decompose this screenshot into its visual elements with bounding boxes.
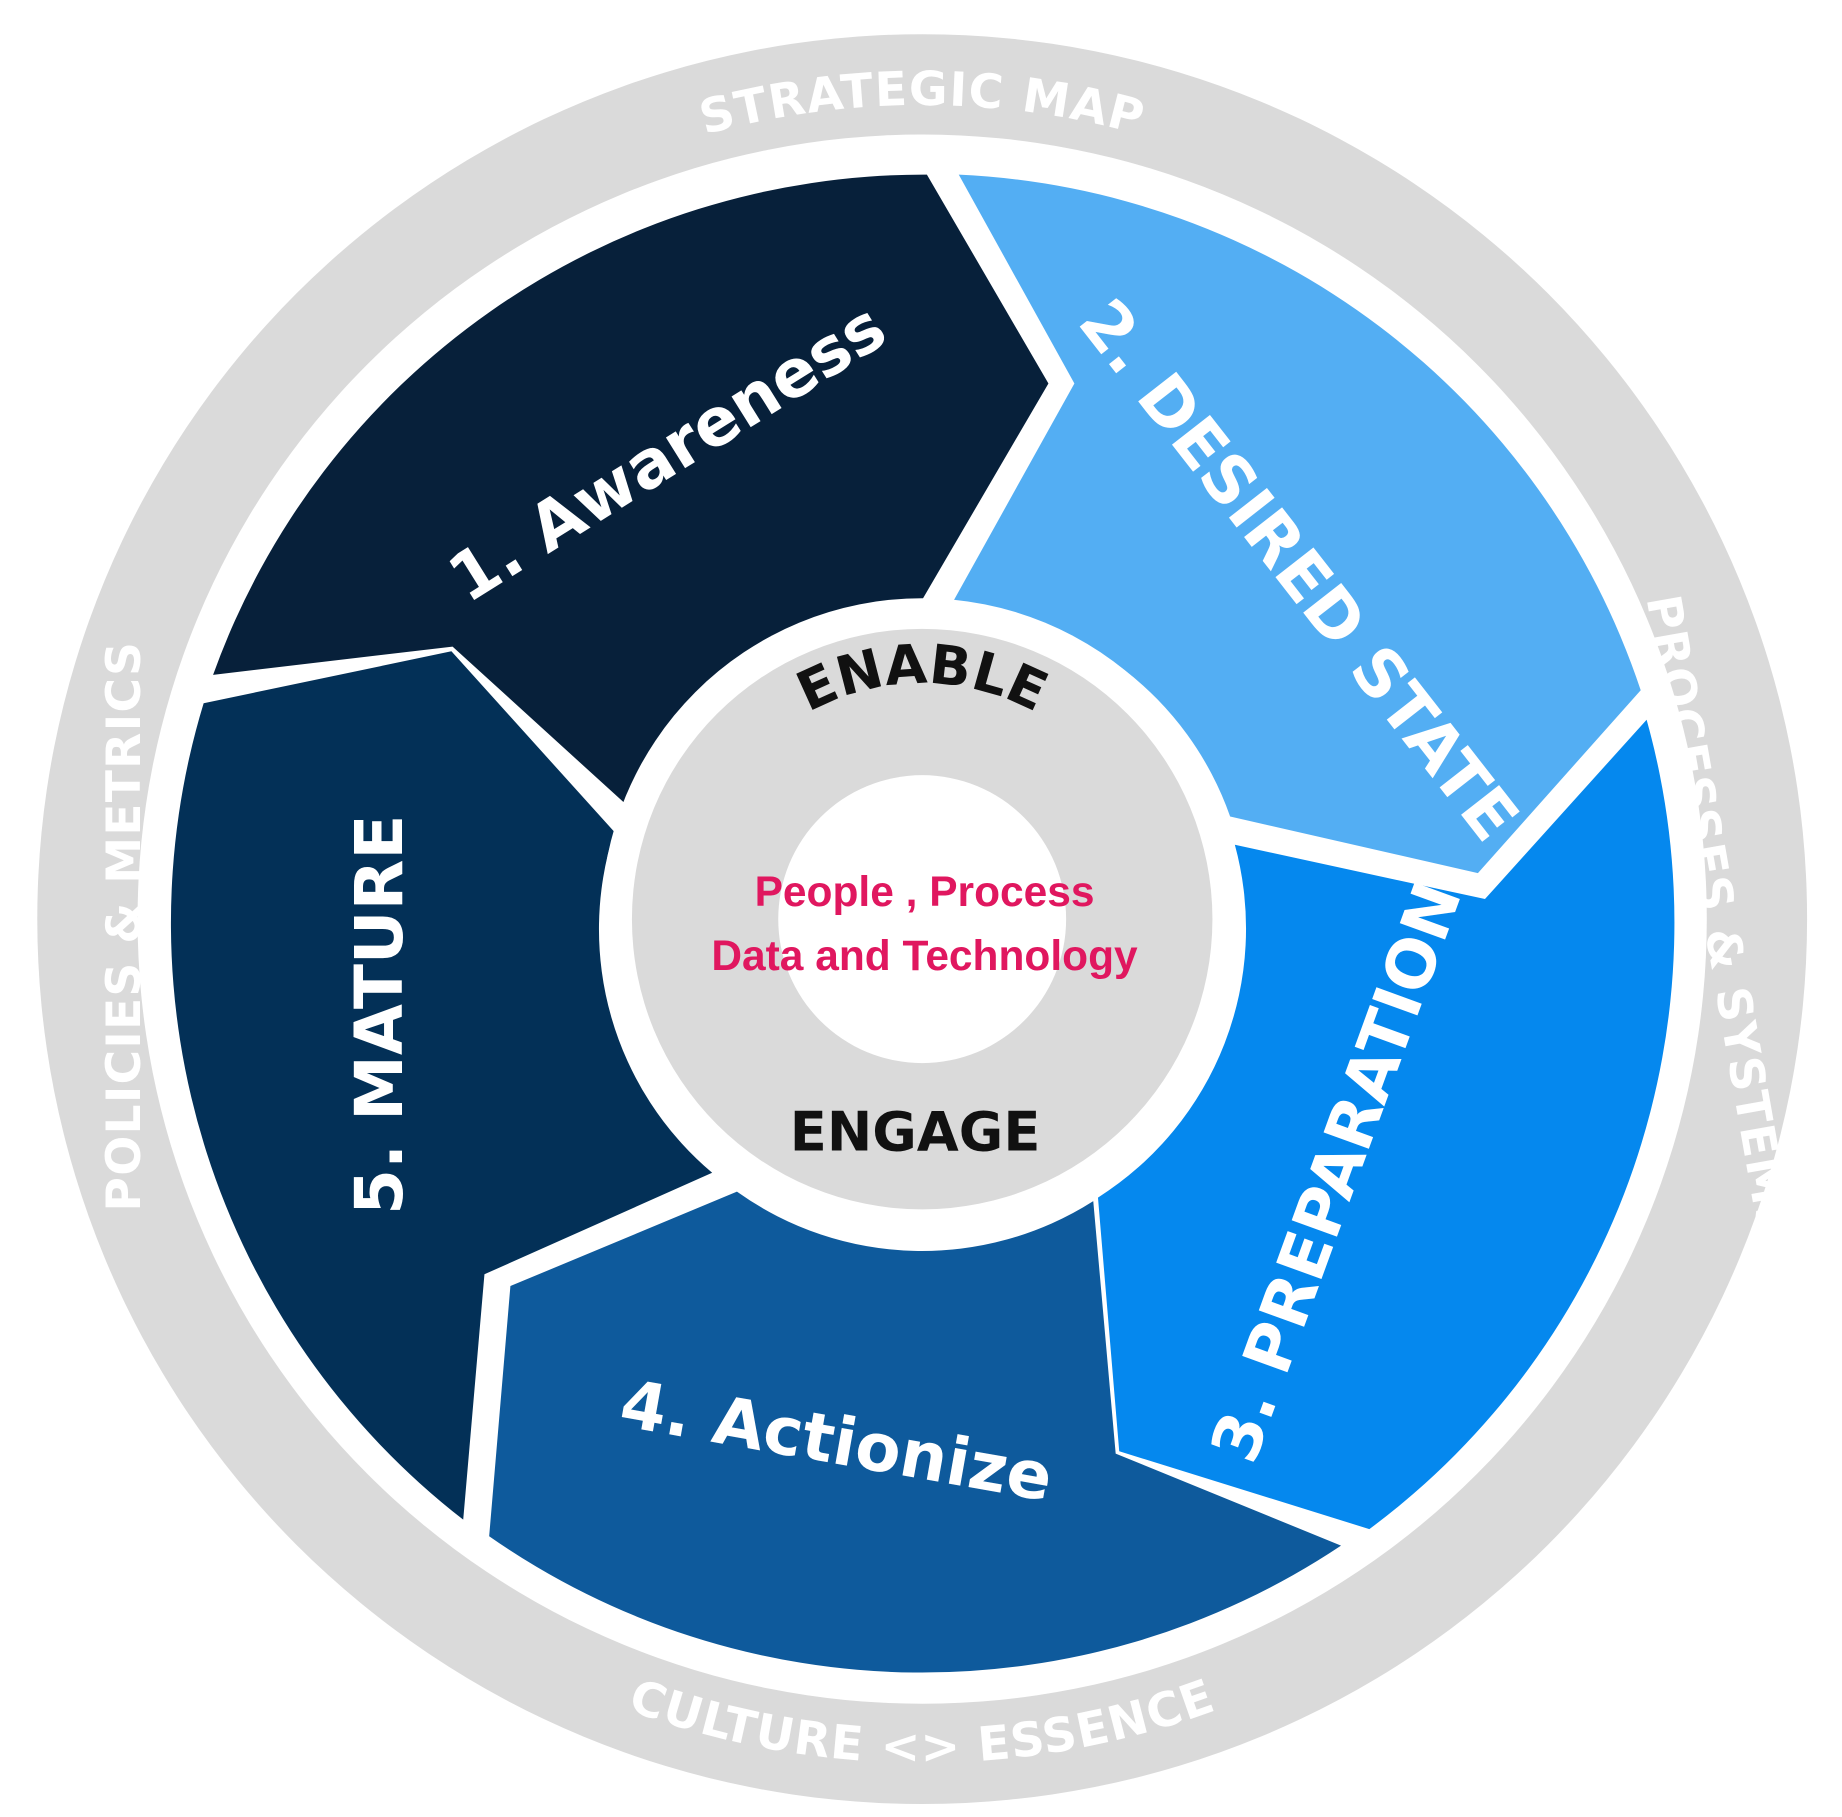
center-core-line-1: People , Process [755, 868, 1095, 915]
segment-mature[interactable] [170, 651, 713, 1520]
center-core [778, 775, 1067, 1064]
segment-label-mature: 5. MATURE [341, 814, 418, 1215]
segment-awareness[interactable] [213, 174, 1049, 803]
ring-label-left: POLICIES & METRICS [97, 641, 152, 1212]
center-core-line-2: Data and Technology [711, 932, 1138, 979]
segment-desired-state[interactable] [951, 174, 1641, 874]
segments [170, 174, 1675, 1673]
segment-preparation[interactable] [1097, 719, 1675, 1530]
segment-actionize[interactable] [489, 1191, 1342, 1673]
center-label-engage: ENGAGE [790, 1100, 1041, 1163]
